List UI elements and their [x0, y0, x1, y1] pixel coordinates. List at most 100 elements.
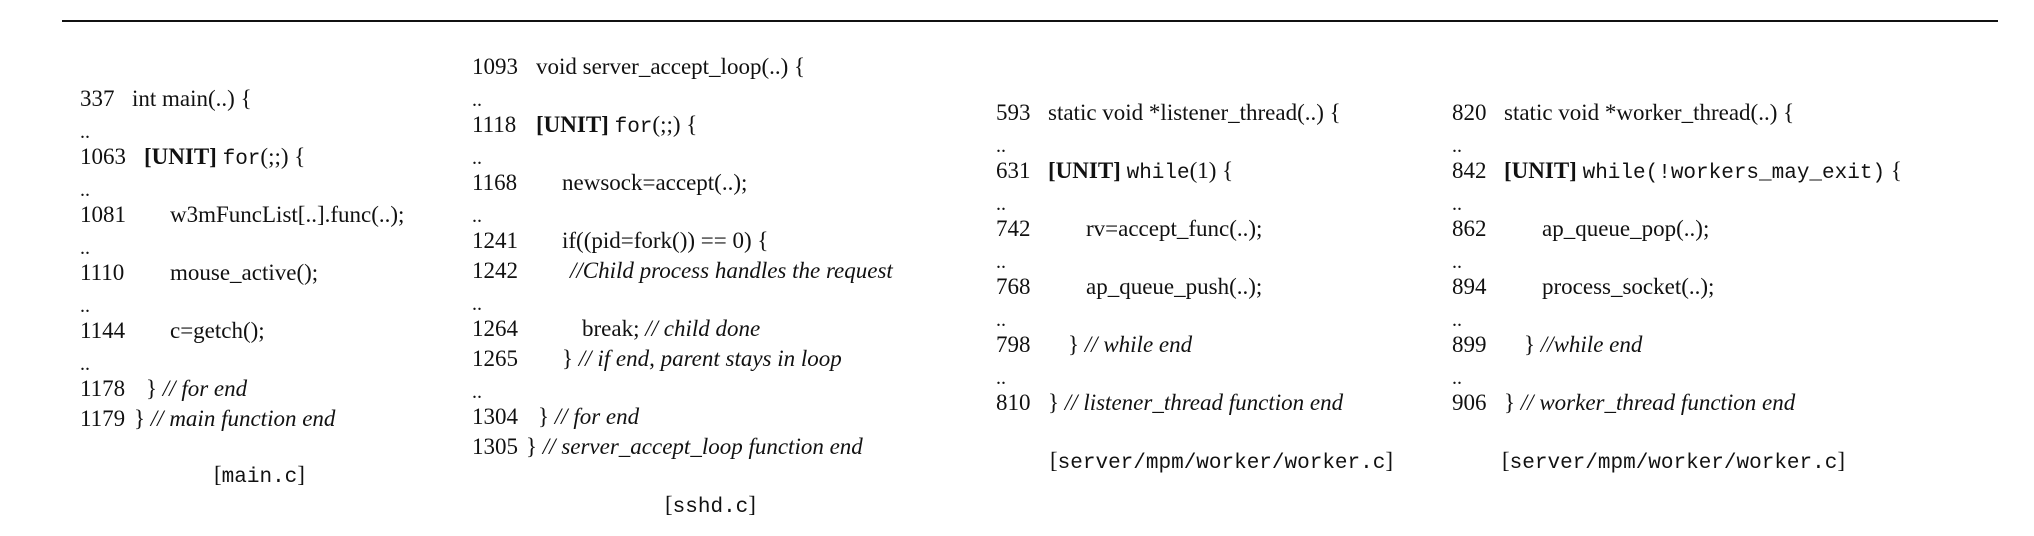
code-text: } — [562, 346, 574, 371]
ellipsis: .. — [80, 179, 90, 201]
loop-keyword: while — [1582, 162, 1646, 185]
loop-condition: (!workers_may_exit) — [1645, 162, 1886, 185]
code-text: } — [526, 434, 538, 459]
line-number: 1179 — [80, 406, 126, 431]
code-comment: // while end — [1084, 332, 1193, 357]
listing-caption: [server/mpm/worker/worker.c] — [1502, 448, 1845, 475]
code-comment: // worker_thread function end — [1520, 390, 1796, 415]
code-text: } — [1504, 390, 1516, 415]
line-number: 1265 — [472, 346, 518, 371]
code-text: if((pid=fork()) == 0) { — [562, 228, 769, 253]
line-number: 1305 — [472, 434, 518, 459]
ellipsis: .. — [1452, 251, 1462, 273]
line-number: 1144 — [80, 318, 126, 343]
code-text: static void *worker_thread(..) { — [1504, 100, 1795, 125]
code-comment: // for end — [554, 404, 640, 429]
ellipsis: .. — [80, 121, 90, 143]
line-number: 631 — [996, 158, 1031, 183]
line-number: 862 — [1452, 216, 1487, 241]
ellipsis: .. — [1452, 367, 1462, 389]
listing-caption: [main.c] — [214, 462, 305, 489]
code-text: w3mFuncList[..].func(..); — [170, 202, 405, 227]
line-number: 1178 — [80, 376, 126, 401]
code-comment: // for end — [162, 376, 248, 401]
line-number: 906 — [1452, 390, 1487, 415]
file-name: server/mpm/worker/worker.c — [1509, 452, 1838, 475]
line-number: 337 — [80, 86, 115, 111]
code-text: } — [134, 406, 146, 431]
file-name: main.c — [221, 466, 298, 489]
ellipsis: .. — [472, 205, 482, 227]
ellipsis: .. — [472, 293, 482, 315]
code-comment: //Child process handles the request — [570, 258, 893, 283]
line-number: 1110 — [80, 260, 125, 285]
ellipsis: .. — [80, 353, 90, 375]
ellipsis: .. — [80, 295, 90, 317]
line-number: 1304 — [472, 404, 518, 429]
code-comment: // child done — [645, 316, 761, 341]
ellipsis: .. — [1452, 309, 1462, 331]
line-number: 820 — [1452, 100, 1487, 125]
code-text: process_socket(..); — [1542, 274, 1715, 299]
line-number: 1168 — [472, 170, 518, 195]
code-text: } — [538, 404, 550, 429]
line-number: 894 — [1452, 274, 1487, 299]
code-text: { — [1885, 158, 1902, 183]
code-text: } — [1524, 332, 1536, 357]
code-text: } — [146, 376, 158, 401]
ellipsis: .. — [472, 89, 482, 111]
code-text: static void *listener_thread(..) { — [1048, 100, 1341, 125]
code-text: ap_queue_push(..); — [1086, 274, 1263, 299]
code-text: ap_queue_pop(..); — [1542, 216, 1710, 241]
code-text: rv=accept_func(..); — [1086, 216, 1263, 241]
line-number: 768 — [996, 274, 1031, 299]
loop-keyword: for — [222, 148, 261, 171]
listing-caption: [sshd.c] — [665, 492, 756, 519]
code-comment: //while end — [1540, 332, 1643, 357]
ellipsis: .. — [80, 237, 90, 259]
code-text: void server_accept_loop(..) { — [536, 54, 806, 79]
loop-keyword: while — [1126, 162, 1190, 185]
ellipsis: .. — [1452, 135, 1462, 157]
code-comment: // listener_thread function end — [1064, 390, 1344, 415]
unit-marker: [UNIT] — [536, 112, 609, 137]
code-text: } — [1068, 332, 1080, 357]
listing-caption: [server/mpm/worker/worker.c] — [1050, 448, 1393, 475]
unit-marker: [UNIT] — [144, 144, 217, 169]
ellipsis: .. — [996, 309, 1006, 331]
ellipsis: .. — [472, 147, 482, 169]
line-number: 742 — [996, 216, 1031, 241]
code-comment: // main function end — [150, 406, 336, 431]
unit-marker: [UNIT] — [1048, 158, 1121, 183]
ellipsis: .. — [996, 367, 1006, 389]
line-number: 1241 — [472, 228, 518, 253]
code-text: mouse_active(); — [170, 260, 319, 285]
ellipsis: .. — [996, 193, 1006, 215]
line-number: 810 — [996, 390, 1031, 415]
ellipsis: .. — [996, 135, 1006, 157]
loop-keyword: for — [614, 116, 653, 139]
line-number: 842 — [1452, 158, 1487, 183]
ellipsis: .. — [996, 251, 1006, 273]
code-text: (;;) { — [260, 144, 306, 169]
line-number: 1093 — [472, 54, 518, 79]
code-text: break; — [582, 316, 640, 341]
code-text: (;;) { — [652, 112, 698, 137]
line-number: 593 — [996, 100, 1031, 125]
code-comment: // server_accept_loop function end — [542, 434, 863, 459]
file-name: sshd.c — [672, 496, 749, 519]
top-rule — [62, 20, 1998, 22]
ellipsis: .. — [472, 381, 482, 403]
line-number: 1063 — [80, 144, 126, 169]
code-text: int main(..) { — [132, 86, 252, 111]
code-comment: // if end, parent stays in loop — [578, 346, 842, 371]
line-number: 1081 — [80, 202, 126, 227]
code-text: (1) { — [1189, 158, 1234, 183]
file-name: server/mpm/worker/worker.c — [1057, 452, 1386, 475]
line-number: 1118 — [472, 112, 517, 137]
code-text: newsock=accept(..); — [562, 170, 748, 195]
line-number: 798 — [996, 332, 1031, 357]
code-text: c=getch(); — [170, 318, 265, 343]
line-number: 1242 — [472, 258, 518, 283]
line-number: 899 — [1452, 332, 1487, 357]
